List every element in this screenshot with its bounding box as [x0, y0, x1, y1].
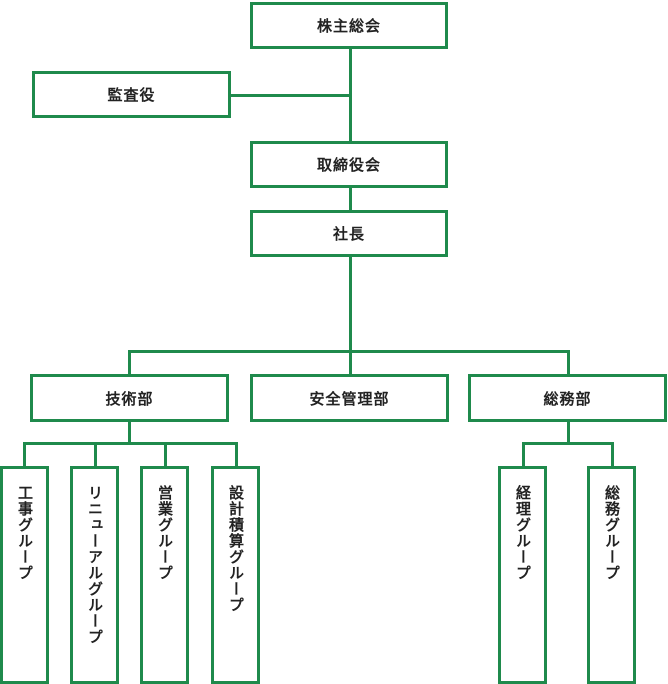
auditor-label: 監査役: [107, 86, 156, 104]
connector-group-accounting: [522, 442, 525, 468]
president-label: 社長: [332, 225, 365, 243]
board-box: 取締役会: [250, 141, 448, 188]
construction-group-box: 工事グループ: [0, 466, 49, 684]
connector-president-down: [349, 256, 352, 352]
connector-group-design: [235, 442, 238, 468]
safety-dept-box: 安全管理部: [250, 374, 449, 422]
accounting-group-box: 経理グループ: [498, 466, 547, 684]
connector-technical-down: [128, 421, 131, 444]
connector-group-construction: [23, 442, 26, 468]
shareholders-meeting-box: 株主総会: [250, 2, 448, 49]
general-affairs-dept-box: 総務部: [468, 374, 667, 422]
auditor-box: 監査役: [32, 71, 231, 118]
board-label: 取締役会: [316, 156, 381, 174]
connector-group-ga: [611, 442, 614, 468]
safety-dept-label: 安全管理部: [309, 389, 390, 408]
general-affairs-group-label: 総務グループ: [603, 485, 621, 581]
sales-group-box: 営業グループ: [140, 466, 189, 684]
renewal-group-box: リニューアルグループ: [70, 466, 119, 684]
connector-group-sales: [164, 442, 167, 468]
technical-dept-box: 技術部: [30, 374, 229, 422]
connector-auditor: [230, 94, 351, 97]
technical-dept-label: 技術部: [105, 389, 154, 408]
connector-safety: [349, 350, 352, 375]
construction-group-label: 工事グループ: [16, 485, 34, 581]
design-estimation-group-label: 設計積算グループ: [227, 485, 245, 613]
general-affairs-dept-label: 総務部: [543, 389, 592, 408]
accounting-group-label: 経理グループ: [514, 485, 532, 581]
connector-general-affairs-down: [567, 421, 570, 444]
connector-general-affairs: [567, 350, 570, 375]
connector-technical: [128, 350, 131, 375]
renewal-group-label: リニューアルグループ: [86, 485, 104, 645]
general-affairs-group-box: 総務グループ: [587, 466, 636, 684]
shareholders-meeting-label: 株主総会: [316, 17, 381, 35]
connector-ga-groups-bar: [522, 442, 614, 445]
connector-group-renewal: [94, 442, 97, 468]
design-estimation-group-box: 設計積算グループ: [211, 466, 260, 684]
connector-board-president: [349, 187, 352, 211]
president-box: 社長: [250, 210, 448, 257]
connector-technical-groups-bar: [23, 442, 238, 445]
sales-group-label: 営業グループ: [156, 485, 174, 581]
